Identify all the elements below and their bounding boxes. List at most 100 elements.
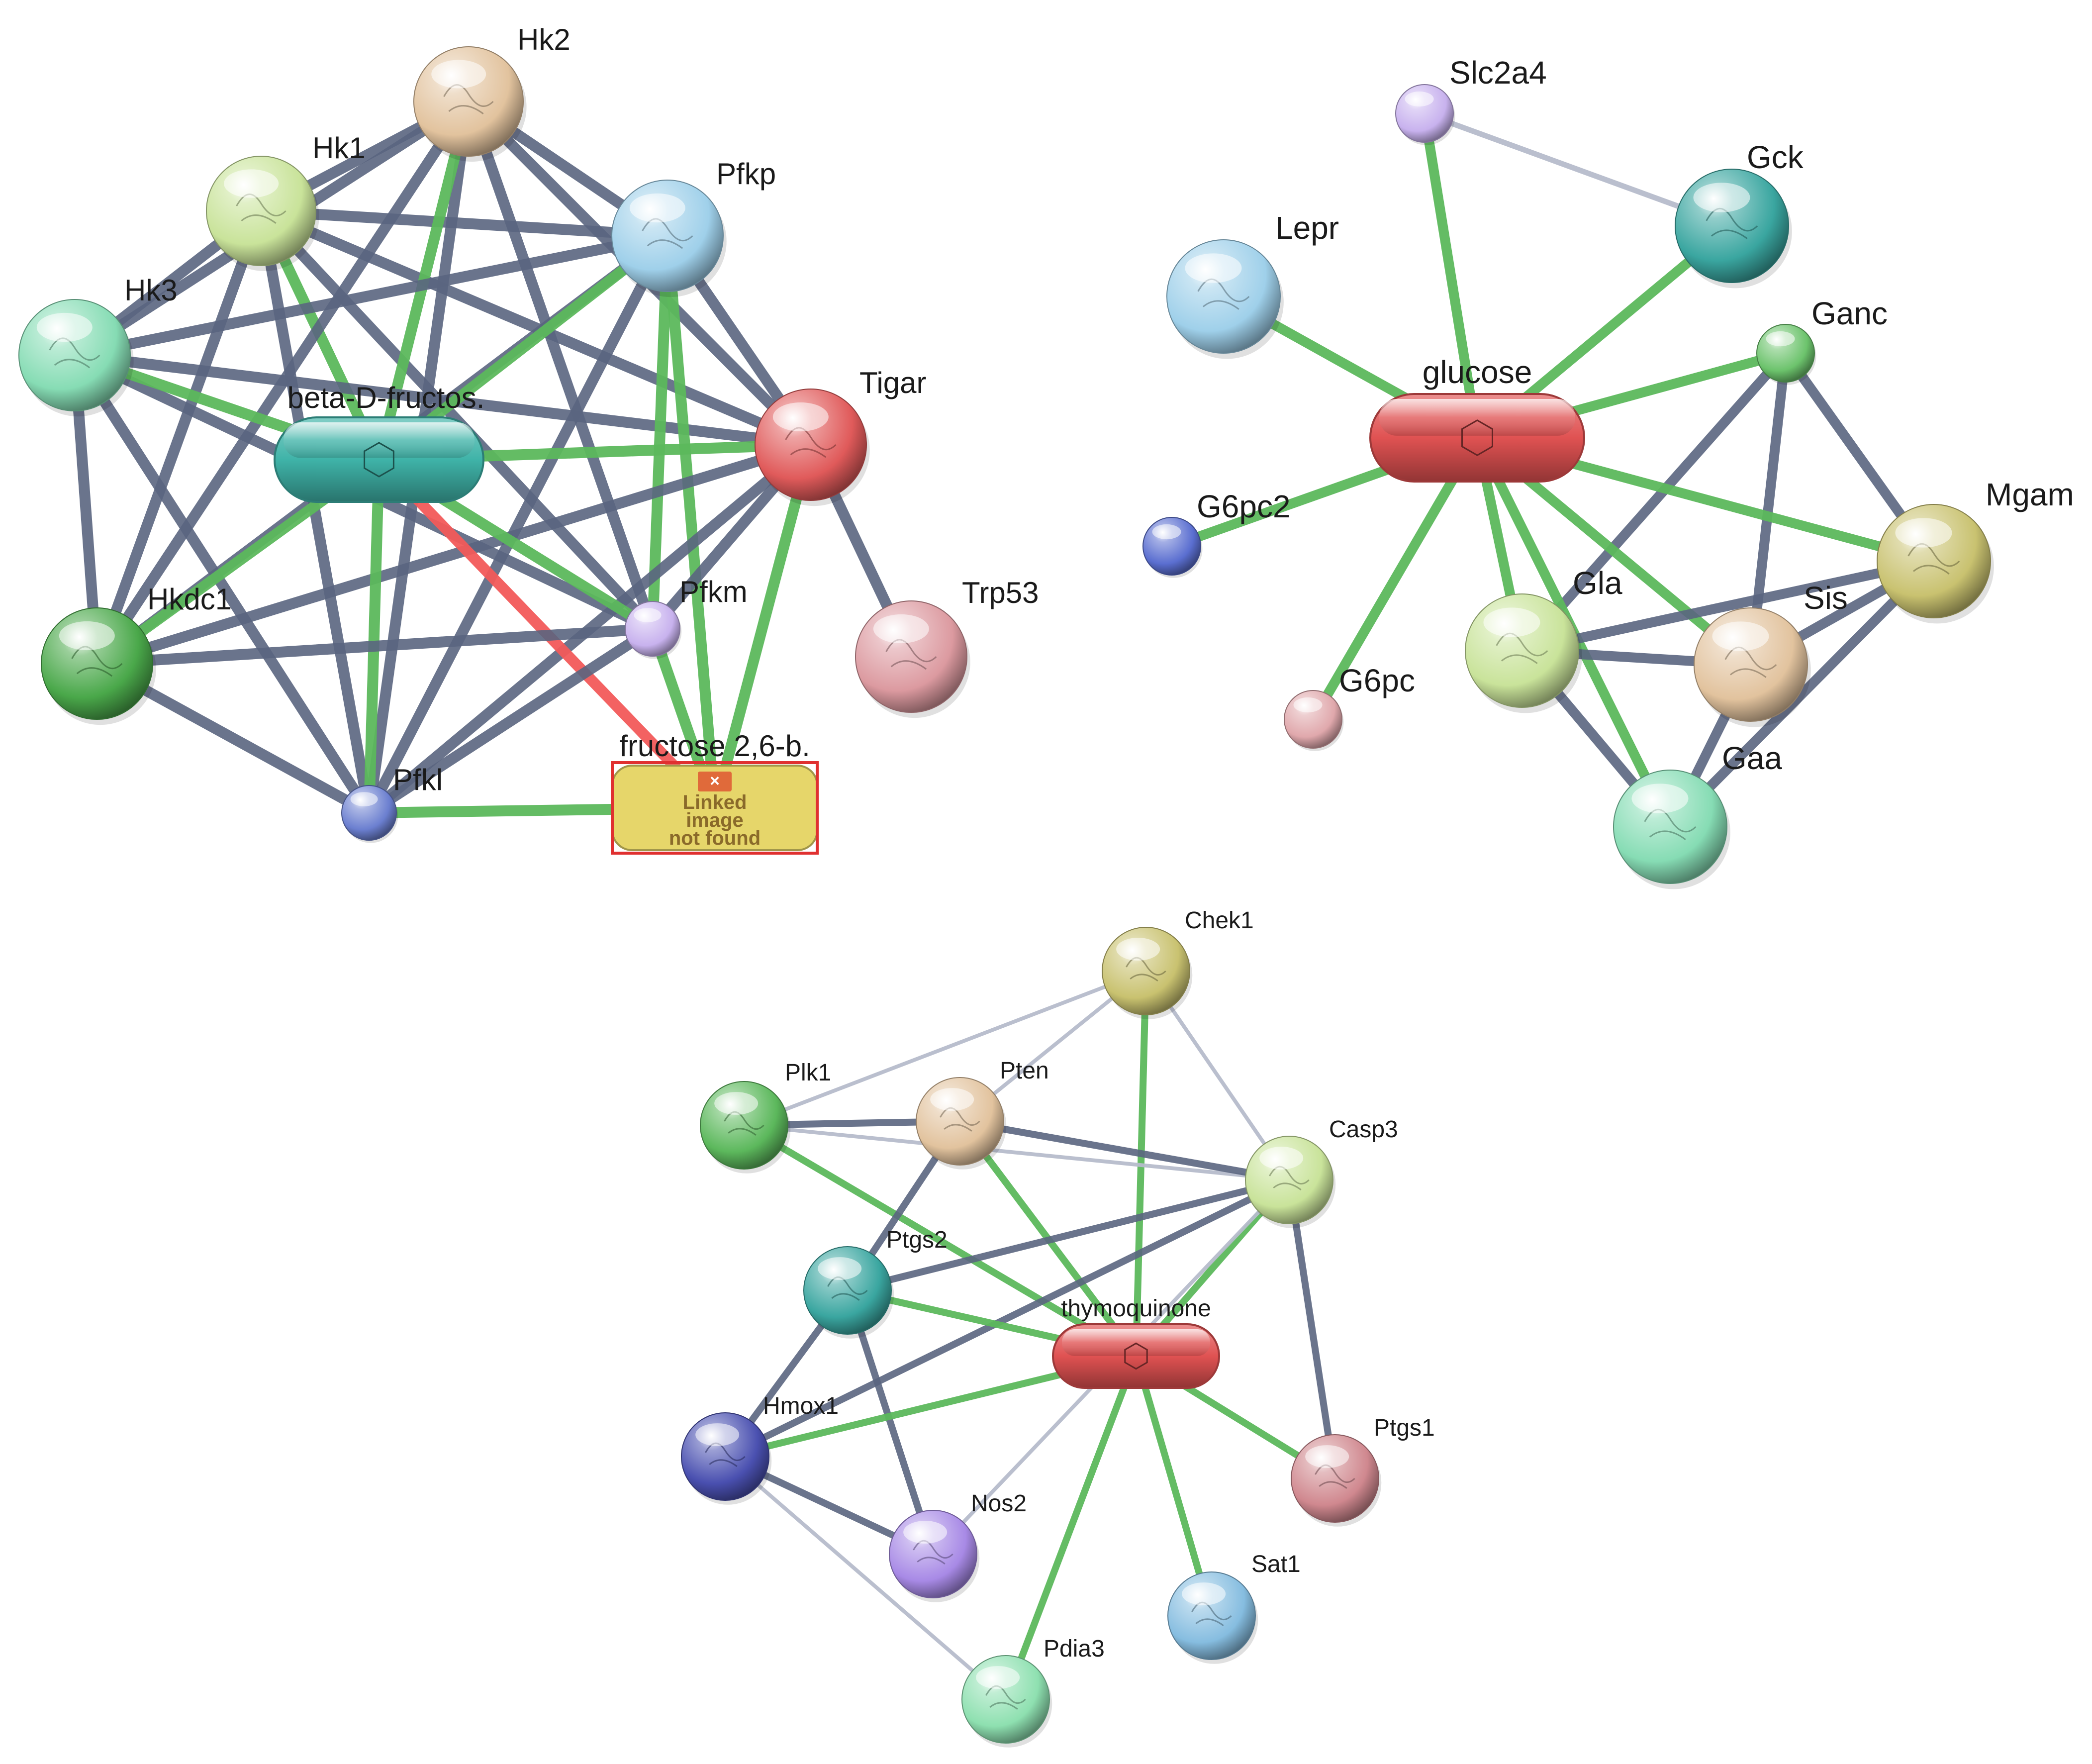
node-g6pc2[interactable]: G6pc2 xyxy=(1142,489,1291,578)
node-pfkm[interactable]: Pfkm xyxy=(625,575,748,659)
node-gck[interactable]: Gck xyxy=(1675,139,1804,289)
node-label: Tigar xyxy=(859,366,926,399)
sphere-highlight xyxy=(772,402,829,432)
node-label: glucose xyxy=(1423,354,1532,390)
node-pfkl[interactable]: Pfkl xyxy=(341,763,443,843)
sphere-highlight xyxy=(903,1521,948,1544)
broken-image-text: image xyxy=(686,809,744,831)
node-sis[interactable]: Sis xyxy=(1694,580,1848,727)
node-tigar[interactable]: Tigar xyxy=(755,366,926,506)
sphere-highlight xyxy=(36,312,93,342)
sphere-highlight xyxy=(1305,1445,1349,1468)
node-label: Trp53 xyxy=(962,576,1039,609)
node-label: beta-D-fructos. xyxy=(287,381,485,414)
node-hk2[interactable]: Hk2 xyxy=(413,23,571,162)
edge-mgam-gaa xyxy=(1665,556,1939,832)
node-label: Hk1 xyxy=(312,131,366,165)
sphere-highlight xyxy=(1766,331,1795,347)
node-ganc[interactable]: Ganc xyxy=(1756,295,1888,385)
sphere-highlight xyxy=(1182,1582,1226,1605)
node-gaa[interactable]: Gaa xyxy=(1613,740,1782,889)
node-g6pc[interactable]: G6pc xyxy=(1284,663,1415,751)
edge-pfkp-pfkm xyxy=(647,230,673,634)
node-trp53[interactable]: Trp53 xyxy=(855,576,1039,718)
edge-ptgs2-nos2 xyxy=(844,1287,937,1558)
edge-tq-sat1 xyxy=(1133,1353,1215,1619)
node-label: Pfkm xyxy=(679,575,748,608)
sphere-highlight xyxy=(714,1092,759,1115)
sphere-highlight xyxy=(1259,1147,1304,1170)
node-sat1[interactable]: Sat1 xyxy=(1167,1551,1301,1664)
node-chek1[interactable]: Chek1 xyxy=(1102,907,1254,1019)
node-ptgs1[interactable]: Ptgs1 xyxy=(1291,1415,1435,1527)
node-label: Gck xyxy=(1747,139,1804,175)
node-label: Hkdc1 xyxy=(147,583,232,616)
broken-image-frame xyxy=(611,761,819,855)
node-label: Slc2a4 xyxy=(1449,55,1547,91)
node-hk1[interactable]: Hk1 xyxy=(206,131,366,271)
edge-pten-casp3 xyxy=(956,1118,1293,1183)
node-hk3[interactable]: Hk3 xyxy=(18,274,178,417)
node-beta-d-fructos[interactable]: beta-D-fructos. xyxy=(274,381,485,503)
node-label: Pfkl xyxy=(393,763,443,796)
node-casp3[interactable]: Casp3 xyxy=(1245,1116,1398,1228)
node-label: Mgam xyxy=(1986,477,2074,512)
node-hkdc1[interactable]: Hkdc1 xyxy=(41,583,232,725)
molecule-icon xyxy=(364,442,394,478)
node-plk1[interactable]: Plk1 xyxy=(700,1060,831,1174)
edge-hkdc1-pfkm xyxy=(92,623,658,669)
sphere-highlight xyxy=(873,614,929,644)
node-label: Sis xyxy=(1804,580,1848,616)
node-pfkp[interactable]: Pfkp xyxy=(611,157,776,297)
sphere-highlight xyxy=(976,1666,1020,1689)
edge-slc2a4-glucose xyxy=(1420,108,1482,443)
node-mgam[interactable]: Mgam xyxy=(1877,477,2074,624)
node-label: G6pc xyxy=(1339,663,1415,698)
edges-layer xyxy=(69,96,1939,1703)
edge-bdf-pfkl xyxy=(364,454,384,818)
sphere-highlight xyxy=(224,169,279,198)
node-pten[interactable]: Pten xyxy=(916,1058,1049,1170)
node-lepr[interactable]: Lepr xyxy=(1166,210,1339,359)
node-label: Casp3 xyxy=(1329,1116,1398,1143)
node-gla[interactable]: Gla xyxy=(1465,565,1622,713)
node-glucose[interactable]: glucose xyxy=(1369,354,1585,483)
node-ptgs2[interactable]: Ptgs2 xyxy=(803,1227,948,1339)
edge-plk1-tq xyxy=(741,1122,1140,1360)
compound-highlight xyxy=(1379,399,1575,436)
edge-pfkp-f26 xyxy=(662,230,720,813)
sphere-highlight xyxy=(431,60,486,89)
node-hmox1[interactable]: Hmox1 xyxy=(681,1393,839,1505)
edge-tq-pdia3 xyxy=(1002,1353,1140,1703)
edge-pfkp-pfkl xyxy=(364,230,673,818)
node-slc2a4[interactable]: Slc2a4 xyxy=(1395,55,1547,145)
node-label: Hk3 xyxy=(124,274,178,307)
node-pdia3[interactable]: Pdia3 xyxy=(961,1636,1105,1748)
edge-chek1-plk1 xyxy=(742,969,1148,1127)
node-label: Nos2 xyxy=(971,1490,1027,1517)
edge-hk1-hkdc1 xyxy=(92,205,267,669)
broken-image-x: × xyxy=(710,772,720,790)
node-label: thymoquinone xyxy=(1061,1295,1211,1322)
sphere-highlight xyxy=(634,608,662,622)
sphere-highlight xyxy=(818,1257,862,1280)
compound-highlight xyxy=(284,422,475,458)
node-label: Pten xyxy=(1000,1058,1049,1084)
node-label: Sat1 xyxy=(1251,1551,1301,1577)
sphere-highlight xyxy=(1483,607,1540,637)
node-label: Gla xyxy=(1573,565,1622,601)
edge-tigar-f26 xyxy=(709,439,816,813)
broken-image-text: not found xyxy=(669,827,761,849)
node-thymoquinone[interactable]: thymoquinone xyxy=(1052,1295,1220,1389)
node-nos2[interactable]: Nos2 xyxy=(889,1490,1027,1602)
edge-glucose-g6pc xyxy=(1308,433,1482,724)
node-label: Hmox1 xyxy=(763,1393,839,1419)
node-label: Pdia3 xyxy=(1044,1636,1105,1662)
sphere-highlight xyxy=(1631,784,1689,813)
node-label: Ptgs2 xyxy=(886,1227,948,1253)
edge-ganc-gla xyxy=(1517,348,1791,656)
node-label: Plk1 xyxy=(785,1060,831,1086)
node-label: Ganc xyxy=(1811,295,1888,331)
edge-hk2-pfkm xyxy=(463,96,658,634)
